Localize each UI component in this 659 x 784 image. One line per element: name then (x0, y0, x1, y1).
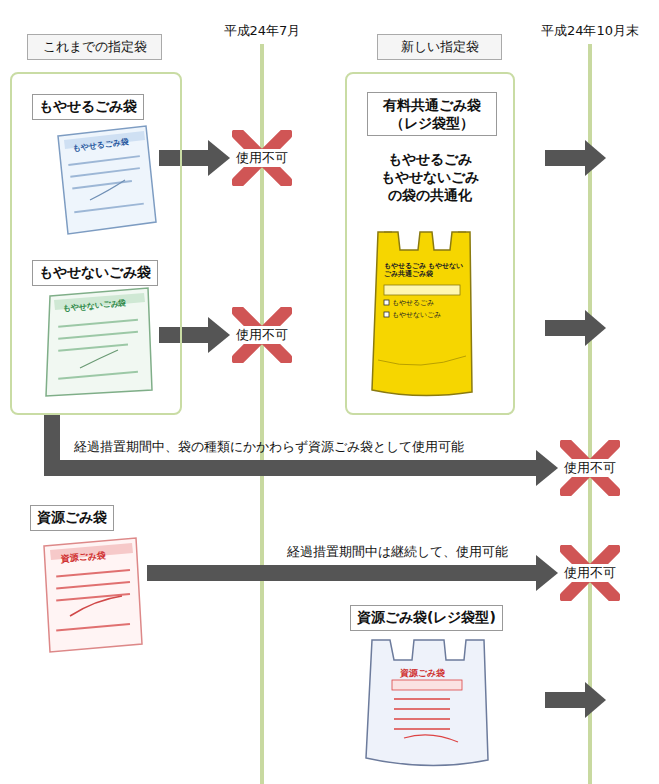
bag-group-panel: これまでの指定袋もやせるごみ袋もやせないごみ袋 (10, 72, 182, 415)
bag-title: 有料共通ごみ袋 （レジ袋型） (367, 92, 497, 136)
block-arrow (159, 317, 230, 353)
bag-title: もやせるごみ袋 (32, 94, 144, 120)
block-arrow (545, 140, 606, 718)
connector-layer (52, 140, 558, 591)
bag-title-box: もやせないごみ袋 (32, 260, 167, 405)
note-text: もやせるごみ もやせないごみ の袋の共通化 (374, 150, 486, 205)
prohibited-mark: 使用不可 (232, 130, 292, 186)
bag-title: 資源ごみ袋 (30, 505, 114, 531)
group-heading: 新しい指定袋 (377, 34, 502, 60)
status-text: 使用不可 (235, 326, 289, 344)
arrow-label: 経過措置期間中、袋の種類にかかわらず資源ごみ袋として使用可能 (74, 438, 464, 456)
prohibited-mark: 使用不可 (560, 545, 620, 601)
status-text: 使用不可 (235, 149, 289, 167)
bag-title: 資源ごみ袋(レジ袋型) (350, 605, 503, 631)
bag-title-box: 資源ごみ袋 (30, 505, 155, 655)
bag-print-text: 資源ごみ袋 (400, 667, 445, 680)
bag-print-text: もやせないごみ (392, 310, 441, 320)
date-label: 平成24年7月 (224, 22, 301, 40)
block-arrow (147, 555, 558, 591)
date-label: 平成24年10月末 (541, 22, 639, 40)
timeline-line (260, 44, 592, 784)
arrow-label: 経過措置期間中は継続して、使用可能 (287, 543, 508, 561)
status-text: 使用不可 (563, 564, 617, 582)
bag-title-box: 有料共通ごみ袋 （レジ袋型） (367, 92, 497, 139)
prohibited-mark: 使用不可 (232, 307, 292, 363)
status-text: 使用不可 (563, 459, 617, 477)
bag-print-text: もやせるごみ (392, 298, 434, 308)
bag-title-box: もやせるごみ袋 (32, 94, 167, 239)
bag-print-text: もやせるごみ もやせないごみ共通ごみ袋 (384, 262, 468, 279)
prohibited-mark: 使用不可 (560, 440, 620, 496)
block-arrow (159, 140, 230, 176)
bag-title: もやせないごみ袋 (32, 260, 158, 286)
bag-title-box: 資源ごみ袋(レジ袋型) (350, 605, 515, 775)
group-heading: これまでの指定袋 (27, 34, 162, 60)
block-arrow (52, 414, 558, 486)
bag-group-panel: 新しい指定袋有料共通ごみ袋 （レジ袋型） (345, 72, 515, 415)
garbage-bag-illustration (44, 126, 488, 766)
